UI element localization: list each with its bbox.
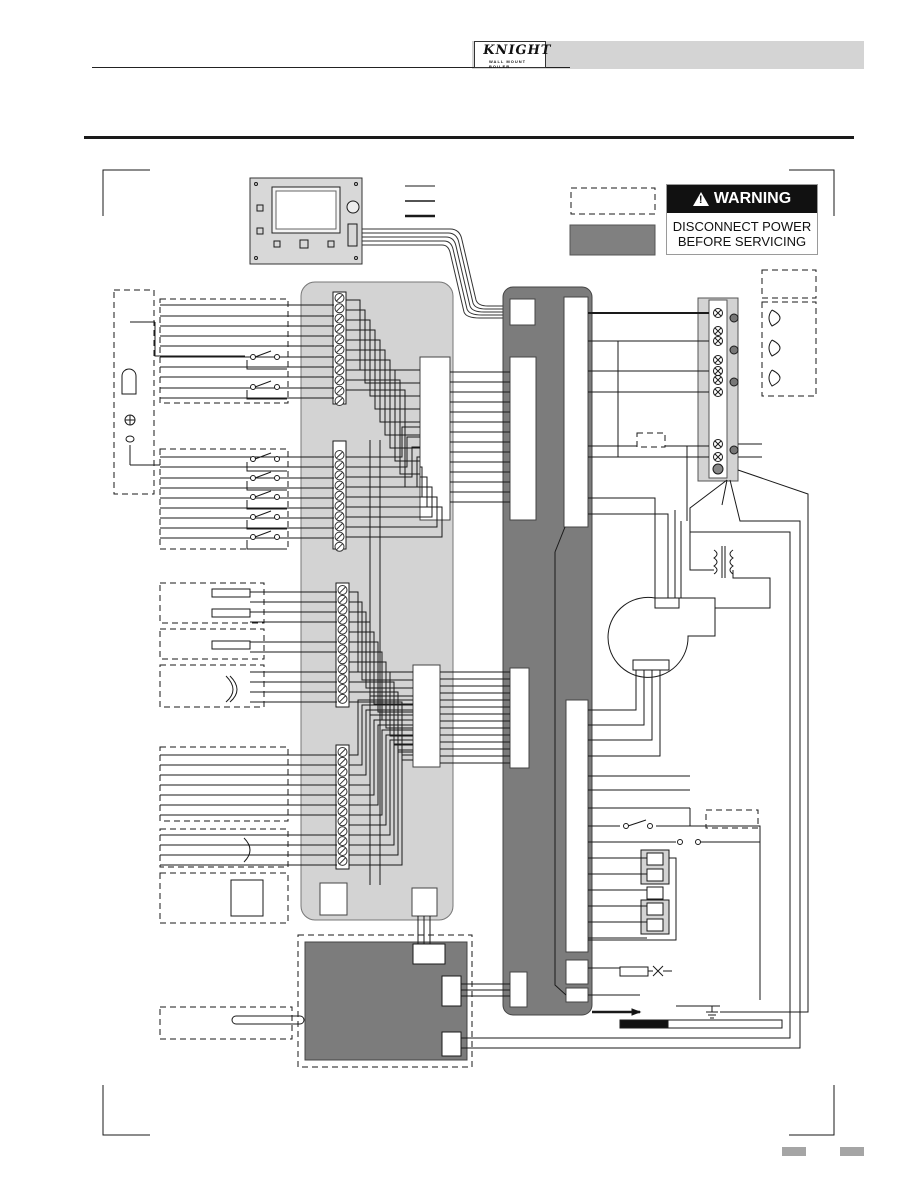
terminal-screw-icons bbox=[334, 293, 348, 866]
left-side-wiring bbox=[129, 304, 337, 866]
page-tab-right bbox=[840, 1147, 864, 1156]
connection-board-wiring bbox=[346, 299, 567, 997]
section-rule bbox=[84, 136, 854, 139]
page-tab-left bbox=[782, 1147, 806, 1156]
warning-triangle-icon bbox=[692, 192, 709, 206]
warning-title: WARNING bbox=[713, 190, 792, 207]
field-device-boxes bbox=[113, 269, 817, 1068]
brand-logo: KNIGHT WALL MOUNT BOILER bbox=[474, 41, 553, 69]
control-board-connectors bbox=[509, 296, 589, 1008]
frame-corners bbox=[102, 169, 835, 1136]
connection-board-connectors bbox=[319, 356, 451, 917]
relay-icons bbox=[640, 849, 670, 935]
blower-motor bbox=[607, 596, 716, 678]
warning-line-2: BEFORE SERVICING bbox=[677, 234, 807, 249]
display-module bbox=[249, 177, 363, 265]
warning-label: WARNING DISCONNECT POWER BEFORE SERVICIN… bbox=[666, 184, 818, 255]
terminal-block-screws bbox=[713, 308, 739, 462]
warning-line-1: DISCONNECT POWER bbox=[672, 219, 812, 234]
warning-header: WARNING bbox=[667, 185, 817, 213]
receptacle-icons bbox=[768, 309, 781, 387]
ground-bar bbox=[592, 1005, 783, 1029]
header-rule bbox=[92, 67, 570, 68]
ignition-module bbox=[304, 941, 468, 1061]
transformer bbox=[713, 546, 734, 578]
gas-valve bbox=[619, 965, 664, 977]
ribbon-cable bbox=[362, 228, 510, 319]
right-side-wiring bbox=[461, 312, 809, 1049]
logo-subtext: WALL MOUNT BOILER bbox=[489, 59, 527, 69]
line-legend bbox=[405, 185, 656, 256]
